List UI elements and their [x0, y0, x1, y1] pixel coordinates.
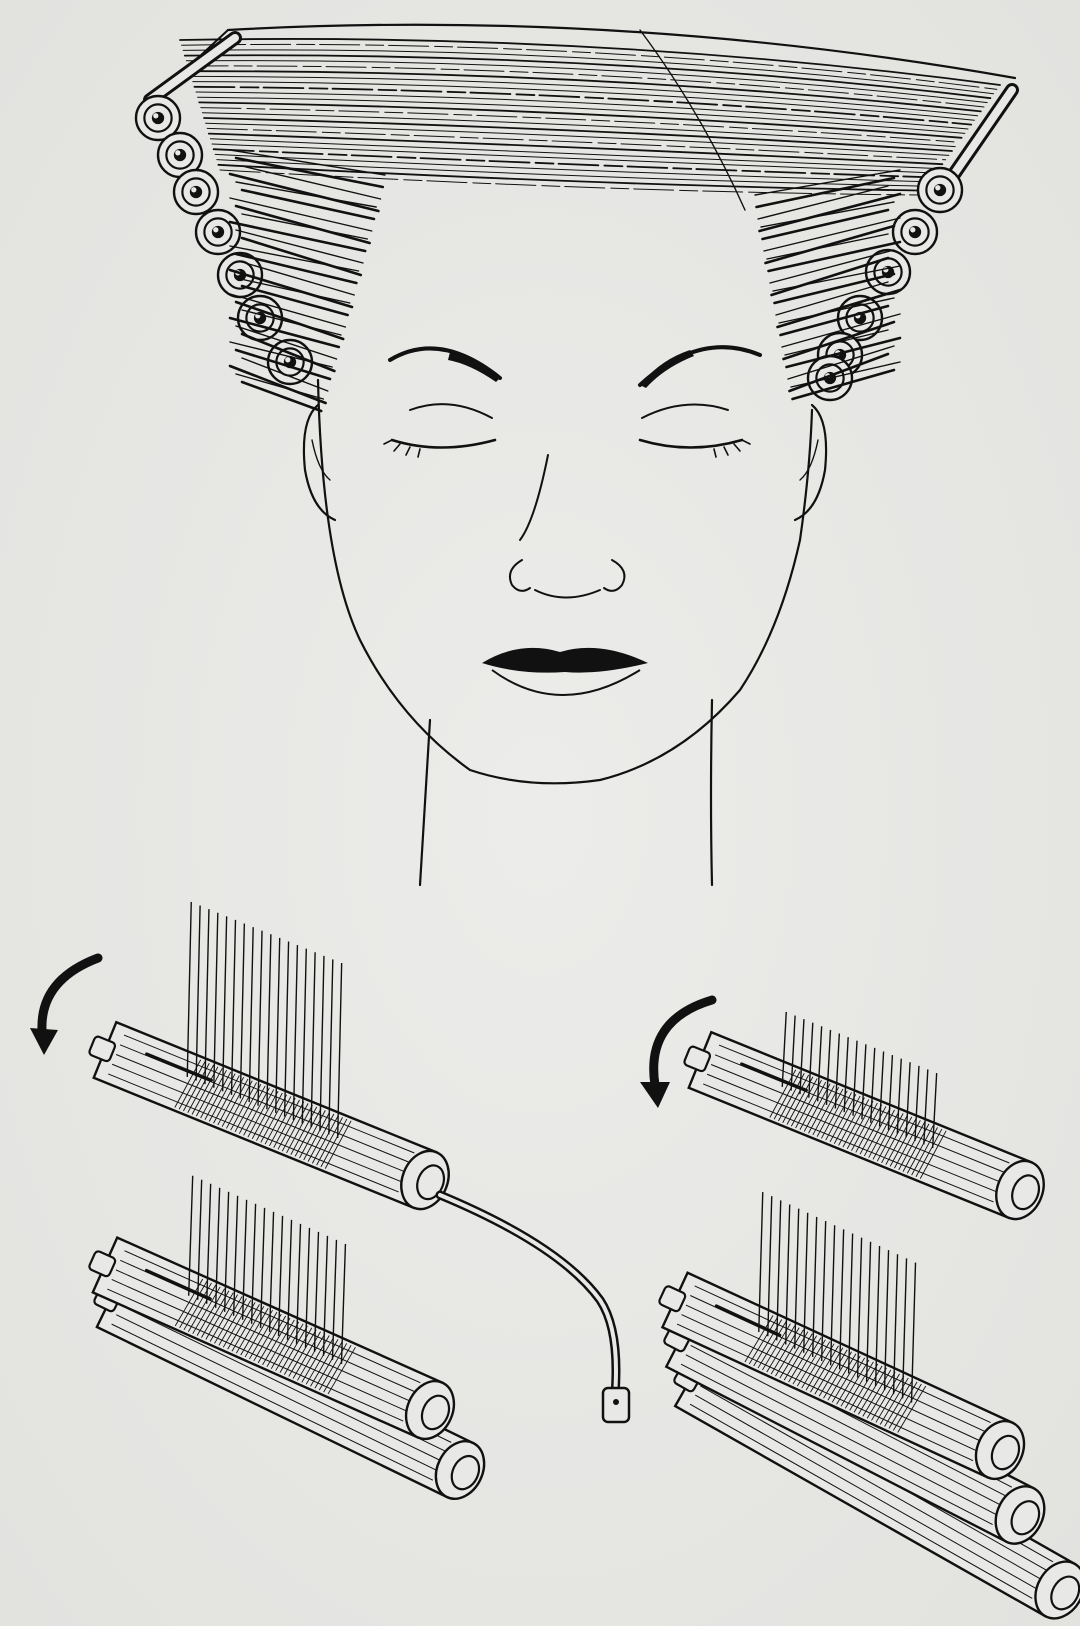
rolled-rod: [174, 170, 218, 214]
rolled-rod: [196, 210, 240, 254]
neck-right: [711, 700, 712, 885]
rolled-rod: [918, 168, 962, 212]
rolled-rod: [893, 210, 937, 254]
